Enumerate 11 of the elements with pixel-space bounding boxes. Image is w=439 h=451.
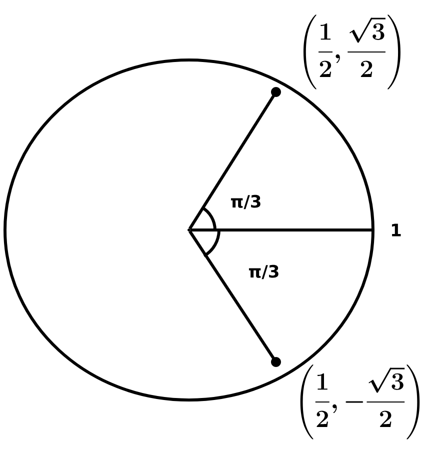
- radius-line: [188, 93, 276, 230]
- point-dot: [271, 87, 281, 97]
- point-dot: [271, 357, 281, 367]
- angle-label: π/3: [230, 194, 260, 210]
- angle-label: π/3: [248, 264, 278, 280]
- axis-label: 1: [392, 224, 401, 236]
- radius-line: [188, 230, 276, 361]
- radius-line: [190, 228, 373, 232]
- coordinate-label: $\left(\frac{1}{2},\frac{\sqrt{3}}{2}\right)$: [303, 14, 400, 90]
- coordinate-label: $\left(\frac{1}{2},-\frac{\sqrt{3}}{2}\right)$: [300, 364, 420, 440]
- center-point: [188, 228, 190, 232]
